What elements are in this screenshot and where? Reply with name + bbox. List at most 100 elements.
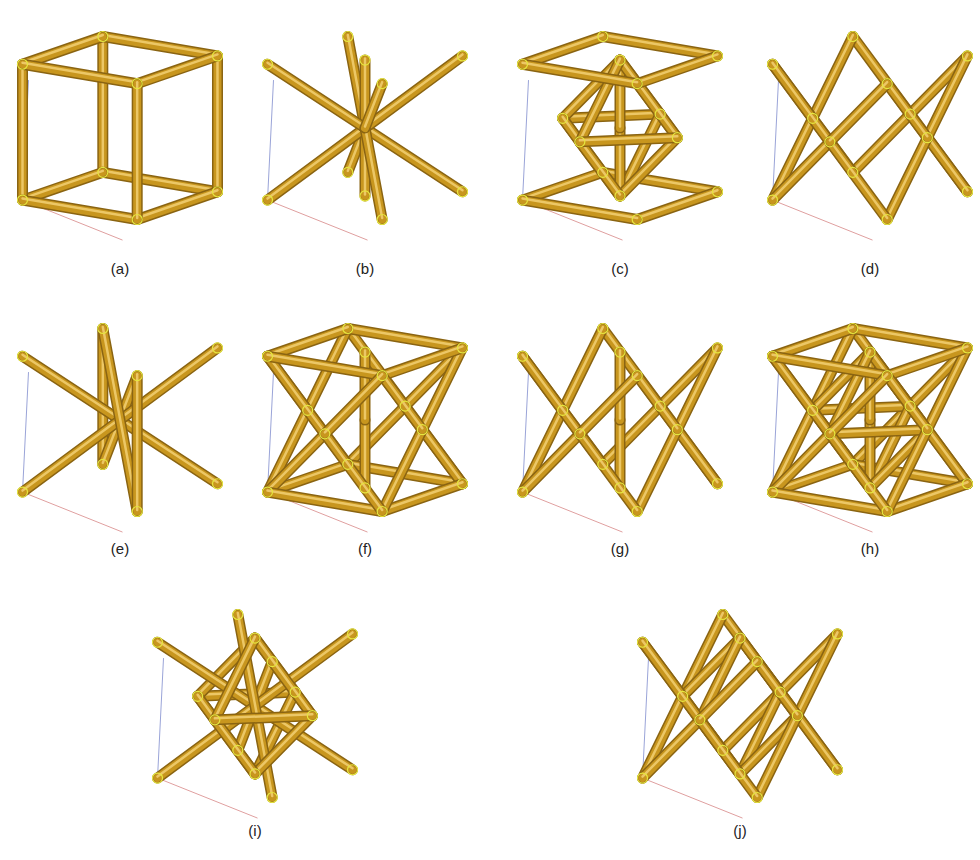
strut: [773, 328, 853, 356]
strut-highlight: [382, 346, 462, 374]
joint-node: [768, 487, 778, 497]
strut-highlight: [215, 718, 255, 772]
joint-node: [263, 351, 273, 361]
strut-highlight: [325, 432, 382, 510]
joint-node: [848, 31, 858, 41]
joint-node: [267, 657, 277, 667]
joint-node: [615, 191, 625, 201]
joint-node: [735, 633, 745, 643]
joint-node: [655, 401, 665, 411]
strut: [887, 348, 967, 376]
strut-highlight: [677, 346, 717, 428]
strut-outline: [603, 36, 718, 55]
joint-node: [377, 371, 387, 381]
joint-node: [962, 343, 972, 353]
joint-node: [632, 507, 642, 517]
strut-outline: [773, 356, 888, 375]
strut-outline: [637, 192, 717, 220]
joint-node: [263, 195, 273, 205]
strut-highlight: [523, 432, 580, 490]
joint-node: [638, 637, 648, 647]
strut-outline: [523, 36, 603, 64]
joint-node: [632, 371, 642, 381]
joint-node: [882, 79, 892, 89]
joint-node: [962, 187, 972, 197]
strut-highlight: [927, 136, 967, 190]
strut-highlight: [523, 35, 603, 63]
strut-highlight: [523, 171, 603, 199]
joint-node: [360, 191, 370, 201]
strut-highlight: [887, 82, 927, 136]
axis-line: [643, 778, 743, 818]
joint-node: [712, 343, 722, 353]
strut-highlight: [757, 714, 797, 796]
strut-highlight: [523, 355, 580, 433]
strut-highlight: [215, 714, 312, 718]
strut-highlight: [797, 632, 837, 714]
joint-node: [792, 711, 802, 721]
strut-highlight: [365, 82, 382, 126]
strut: [523, 200, 638, 219]
joint-node: [360, 347, 370, 357]
joint-node: [672, 133, 682, 143]
strut-outline: [268, 356, 383, 375]
axis-line: [23, 492, 123, 532]
strut: [348, 328, 463, 347]
joint-node: [735, 769, 745, 779]
joint-node: [307, 711, 317, 721]
strut-highlight: [773, 432, 830, 490]
strut-highlight: [23, 63, 138, 82]
strut-highlight: [830, 374, 887, 432]
joint-node: [615, 483, 625, 493]
axis-line: [268, 80, 274, 200]
axis-line: [268, 200, 368, 240]
joint-node: [377, 215, 387, 225]
joint-node: [360, 55, 370, 65]
joint-node: [132, 371, 142, 381]
joint-node: [457, 479, 467, 489]
joint-node: [598, 167, 608, 177]
strut-outline: [382, 348, 462, 376]
strut: [523, 172, 603, 200]
panel-label: (f): [358, 540, 372, 557]
joint-node: [98, 323, 108, 333]
joint-node: [718, 609, 728, 619]
joint-node: [672, 425, 682, 435]
joint-node: [250, 633, 260, 643]
joint-node: [558, 405, 568, 415]
strut-highlight: [797, 714, 837, 768]
strut-highlight: [102, 35, 105, 171]
joint-node: [212, 51, 222, 61]
joint-node: [360, 483, 370, 493]
joint-node: [712, 51, 722, 61]
strut-highlight: [137, 54, 217, 82]
joint-node: [848, 459, 858, 469]
axis-line: [23, 372, 29, 492]
joint-node: [598, 459, 608, 469]
joint-node: [347, 629, 357, 639]
joint-node: [575, 137, 585, 147]
strut-highlight: [563, 327, 603, 409]
joint-node: [233, 745, 243, 755]
strut-highlight: [580, 140, 620, 194]
strut-highlight: [637, 54, 717, 82]
strut: [268, 64, 365, 128]
panel-label: (a): [111, 260, 129, 277]
joint-node: [678, 691, 688, 701]
strut-highlight: [700, 718, 757, 796]
strut-highlight: [637, 374, 677, 428]
joint-node: [598, 323, 608, 333]
panel-label: (e): [111, 540, 129, 557]
strut-outline: [103, 36, 218, 55]
strut-highlight: [422, 428, 462, 482]
joint-node: [343, 323, 353, 333]
joint-node: [768, 59, 778, 69]
joint-node: [98, 459, 108, 469]
joint-node: [638, 773, 648, 783]
joint-node: [768, 195, 778, 205]
strut-highlight: [325, 374, 382, 432]
strut-highlight: [21, 63, 24, 199]
strut: [23, 172, 103, 200]
joint-node: [377, 79, 387, 89]
